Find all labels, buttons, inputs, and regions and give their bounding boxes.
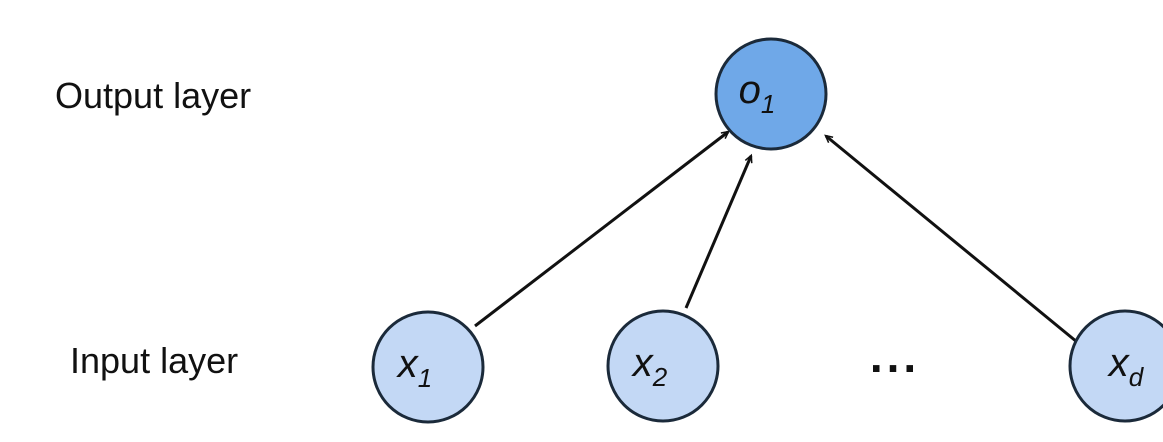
edge-xd-to-o1 xyxy=(824,134,1089,353)
input-node-x1: x1 xyxy=(371,310,485,424)
ellipsis: ... xyxy=(870,330,920,382)
edge-x2-to-o1 xyxy=(684,153,753,309)
input-node-label: xd xyxy=(1107,341,1145,392)
output-node-o1: o1 xyxy=(714,37,828,151)
input-node-circle xyxy=(606,309,720,423)
input-node-circle xyxy=(1068,309,1163,423)
input-node-circle xyxy=(371,310,485,424)
input-node-x2: x2 xyxy=(606,309,720,423)
output-node-label: o1 xyxy=(739,68,776,119)
input-layer-label: Input layer xyxy=(70,340,238,381)
edge-x1-to-o1 xyxy=(474,130,730,328)
output-layer-label: Output layer xyxy=(55,75,251,116)
input-node-label: x1 xyxy=(396,342,432,393)
input-node-label: x2 xyxy=(631,341,668,392)
input-node-xd: xd xyxy=(1068,309,1163,423)
output-node-circle xyxy=(714,37,828,151)
